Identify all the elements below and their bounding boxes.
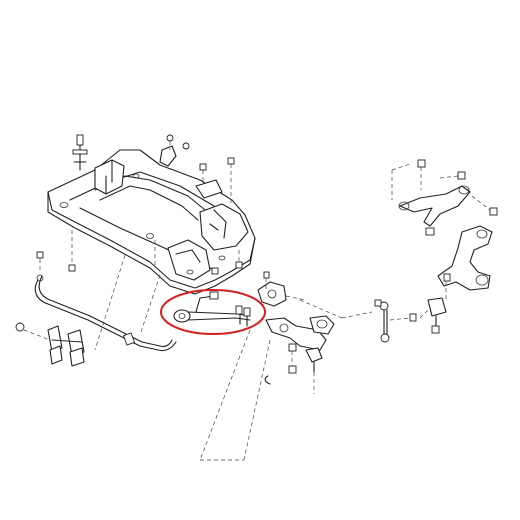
subframe-bolts: [72, 134, 235, 205]
lower-leaders: [199, 329, 271, 461]
subframe-leaders: [68, 230, 243, 351]
subframe: [47, 149, 256, 295]
steering-knuckle-bracket: [257, 271, 306, 307]
stabilizer-bar: [34, 251, 177, 352]
lower-arm-mount: [419, 225, 493, 334]
highlight-ellipse: [160, 289, 266, 335]
lower-control-arm: [173, 291, 251, 327]
steering-knuckle: [264, 299, 373, 394]
stabilizer-link: [374, 299, 417, 343]
stabilizer-bushings: [15, 322, 85, 367]
upper-control-arm: [391, 159, 498, 236]
